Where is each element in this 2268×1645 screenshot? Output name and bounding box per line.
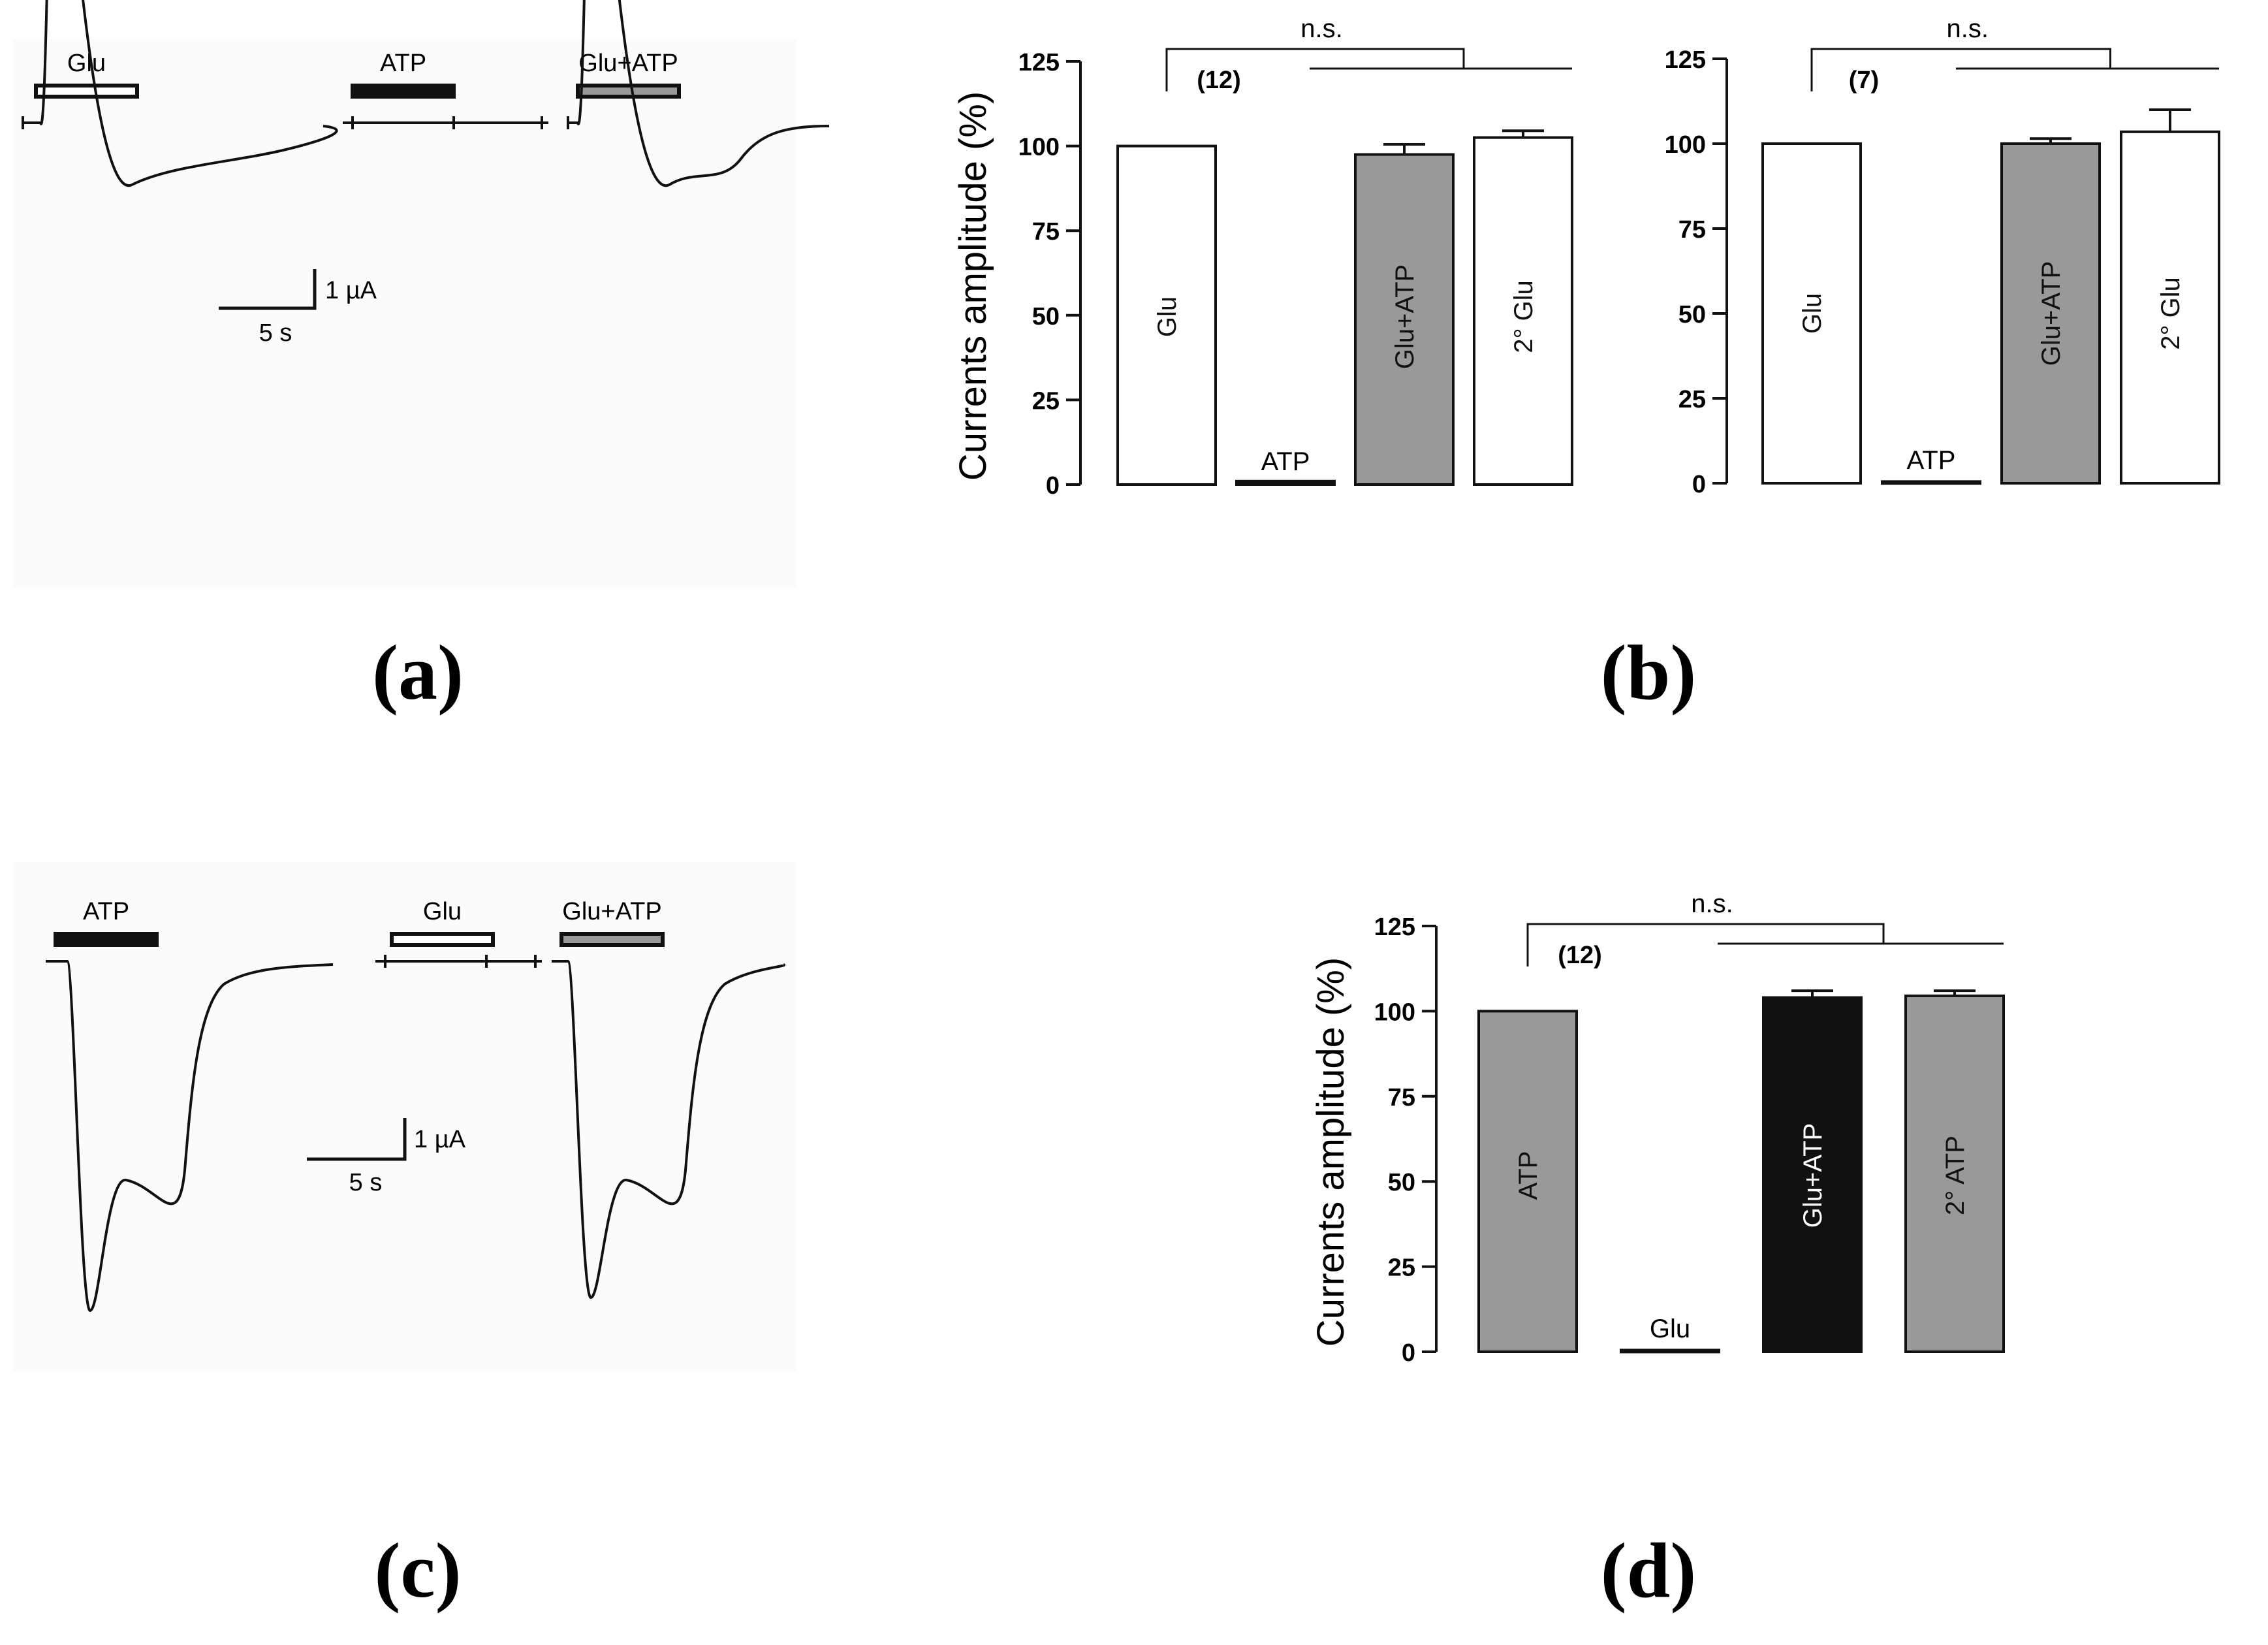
- application-label: Glu: [423, 898, 462, 925]
- panel-label-b: (b): [1601, 629, 1697, 716]
- trace-a-3: Glu+ATP: [567, 0, 830, 187]
- panel-a-background: [13, 39, 796, 588]
- application-bar: [351, 84, 456, 99]
- panel-a: Glu ATP Glu+ATP 1 µA 5 s (a): [22, 0, 830, 716]
- scale-bar-lines: [307, 1118, 407, 1161]
- significance-label: n.s.: [1947, 14, 1989, 43]
- scale-bar: 1 µA 5 s: [307, 1118, 466, 1196]
- trace-c-3: Glu+ATP: [552, 898, 786, 1300]
- current-trace: [375, 955, 542, 968]
- y-tick-label: 50: [1678, 301, 1706, 328]
- application-label: ATP: [83, 898, 129, 925]
- category-label: ATP: [1261, 447, 1310, 476]
- y-tick-label: 25: [1678, 386, 1706, 413]
- current-trace: [552, 960, 786, 1300]
- category-label: Glu+ATP: [2037, 261, 2066, 366]
- significance-label: n.s.: [1300, 14, 1342, 43]
- significance-bracket: [1165, 48, 1465, 91]
- y-tick-label: 75: [1032, 218, 1060, 246]
- scale-time-label: 5 s: [349, 1169, 383, 1196]
- scale-time-label: 5 s: [259, 319, 292, 347]
- trace-a-2: ATP: [343, 50, 548, 129]
- category-label: Glu+ATP: [1799, 1123, 1827, 1228]
- bar: [1904, 994, 2005, 1353]
- bar: [1473, 136, 1573, 486]
- y-tick-label: 25: [1032, 387, 1060, 415]
- category-label: ATP: [1514, 1151, 1543, 1200]
- trace-c-1: ATP: [46, 898, 334, 1313]
- category-label: Glu: [1798, 293, 1827, 334]
- y-axis-title: Currents amplitude (%): [952, 91, 994, 481]
- bar: [1620, 1349, 1720, 1354]
- category-label: ATP: [1907, 446, 1956, 475]
- significance-label: n.s.: [1691, 889, 1733, 918]
- y-tick-label: 0: [1046, 472, 1060, 500]
- trace-a-1: Glu: [22, 0, 338, 187]
- application-bar: [559, 932, 665, 947]
- panel-label-c: (c): [374, 1527, 461, 1614]
- panel-label-a: (a): [372, 629, 464, 716]
- y-tick-label: 0: [1402, 1339, 1415, 1367]
- application-bar: [34, 84, 139, 99]
- category-label: Glu: [1153, 296, 1182, 337]
- trace-c-2: Glu: [375, 898, 542, 968]
- current-trace: [567, 0, 830, 187]
- bar: [1354, 153, 1455, 486]
- sample-size-label: (7): [1849, 67, 1879, 94]
- y-tick-label: 0: [1692, 471, 1706, 498]
- bar: [1762, 996, 1863, 1353]
- y-tick-label: 100: [1374, 998, 1415, 1026]
- application-label: ATP: [380, 50, 426, 77]
- panel-label-d: (d): [1601, 1527, 1697, 1614]
- category-label: Glu: [1650, 1315, 1690, 1343]
- current-trace: [343, 116, 548, 129]
- y-tick-label: 100: [1018, 134, 1060, 161]
- scale-bar-lines: [219, 269, 317, 310]
- y-tick-label: 125: [1374, 914, 1415, 941]
- y-axis-title: Currents amplitude (%): [1310, 957, 1352, 1347]
- category-label: Glu+ATP: [1391, 264, 1419, 369]
- y-tick-label: 50: [1032, 303, 1060, 330]
- y-tick-label: 125: [1018, 49, 1060, 76]
- significance-bracket: [1526, 923, 1885, 966]
- application-label: Glu+ATP: [562, 898, 661, 925]
- current-trace: [46, 960, 334, 1313]
- bar: [2120, 130, 2220, 485]
- scale-amplitude-label: 1 µA: [325, 277, 377, 304]
- y-tick-label: 75: [1678, 216, 1706, 244]
- bar: [1761, 142, 1862, 485]
- bar: [1116, 144, 1217, 487]
- y-tick-label: 75: [1388, 1084, 1415, 1111]
- bar: [1235, 479, 1336, 486]
- application-bar: [576, 84, 681, 99]
- y-tick-label: 25: [1388, 1254, 1415, 1282]
- category-label: 2° Glu: [2156, 277, 2185, 350]
- scale-amplitude-label: 1 µA: [414, 1126, 466, 1153]
- bar: [1477, 1010, 1578, 1353]
- y-tick-label: 125: [1665, 46, 1706, 74]
- sample-size-label: (12): [1197, 67, 1241, 94]
- scale-bar: 1 µA 5 s: [219, 269, 377, 347]
- category-label: 2° ATP: [1941, 1136, 1970, 1215]
- application-bar: [390, 932, 495, 947]
- application-bar: [54, 932, 159, 947]
- sample-size-label: (12): [1558, 942, 1602, 969]
- y-tick-label: 100: [1665, 131, 1706, 159]
- bar: [1881, 480, 1981, 485]
- y-tick-label: 50: [1388, 1169, 1415, 1196]
- panel-c: ATP Glu Glu+ATP 1 µA 5 s (c): [46, 898, 786, 1614]
- category-label: 2° Glu: [1509, 280, 1538, 353]
- application-label: Glu: [67, 50, 106, 77]
- significance-bracket: [1810, 48, 2111, 91]
- current-trace: [22, 0, 338, 187]
